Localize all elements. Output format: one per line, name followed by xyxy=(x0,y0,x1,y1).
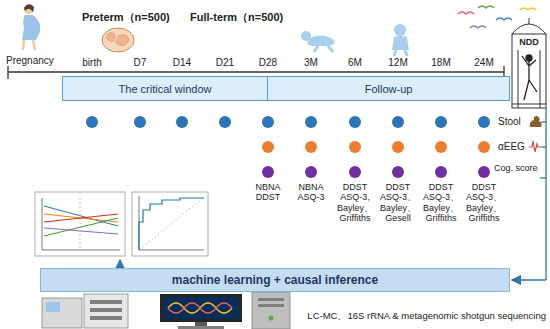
lc-ms-instrument xyxy=(42,294,128,328)
timepoint: 3M xyxy=(304,57,318,69)
measure-label: αEEG xyxy=(498,141,525,153)
group-label: Preterm（n=500) xyxy=(82,11,170,24)
computer xyxy=(160,292,290,329)
fetus xyxy=(102,28,134,52)
cage xyxy=(512,18,546,108)
up-arrow xyxy=(120,260,121,267)
test-list: DDST ASQ-3、 Bayley、 Griffiths xyxy=(418,182,464,223)
analysis-band: machine learning + causal inference xyxy=(40,268,510,292)
baby xyxy=(301,24,409,56)
line-chart xyxy=(35,192,125,256)
timepoint: D28 xyxy=(259,57,277,69)
measure-label: Stool xyxy=(498,116,521,128)
group-label: Full-term（n=500) xyxy=(190,11,283,24)
feedback-line xyxy=(512,108,546,280)
stool-dots xyxy=(86,116,490,128)
test-list: DDST ASQ-3、 Bayley、 Griffiths xyxy=(461,182,507,223)
roc-chart xyxy=(132,192,208,256)
dancer xyxy=(522,55,537,100)
stool-icon xyxy=(530,116,542,127)
measure-label: Cog. score xyxy=(494,163,538,173)
timepoint: 18M xyxy=(431,57,450,69)
test-list: DDST ASQ-3、 Bayley、 Gesell xyxy=(375,182,421,223)
band-label: machine learning + causal inference xyxy=(172,273,378,287)
cognition-dots xyxy=(262,166,490,178)
timepoint: 24M xyxy=(474,57,493,69)
test-list: NBNA DDST xyxy=(245,182,291,203)
eeg-icon xyxy=(529,141,542,152)
phase-label: Follow-up xyxy=(268,77,509,100)
timepoint: 12M xyxy=(388,57,407,69)
stage-label: Pregnancy xyxy=(6,55,54,67)
method-label: LC-MC、16S rRNA & metagenomic shotgun seq… xyxy=(307,311,546,322)
test-list: DDST ASQ-3, Bayley、 Griffiths xyxy=(332,182,378,223)
pregnant-woman xyxy=(22,4,40,50)
timepoint: D21 xyxy=(216,57,234,69)
timepoint: D7 xyxy=(134,57,147,69)
timepoint: 6M xyxy=(348,57,362,69)
aeeg-dots xyxy=(262,141,490,153)
outcome-label: NDD xyxy=(518,37,540,47)
timepoint: birth xyxy=(82,57,101,69)
test-list: NBNA ASQ-3 xyxy=(288,182,334,203)
timepoint: D14 xyxy=(173,57,191,69)
phase-band: The critical windowFollow-up xyxy=(62,76,510,101)
phase-label: The critical window xyxy=(63,77,268,100)
